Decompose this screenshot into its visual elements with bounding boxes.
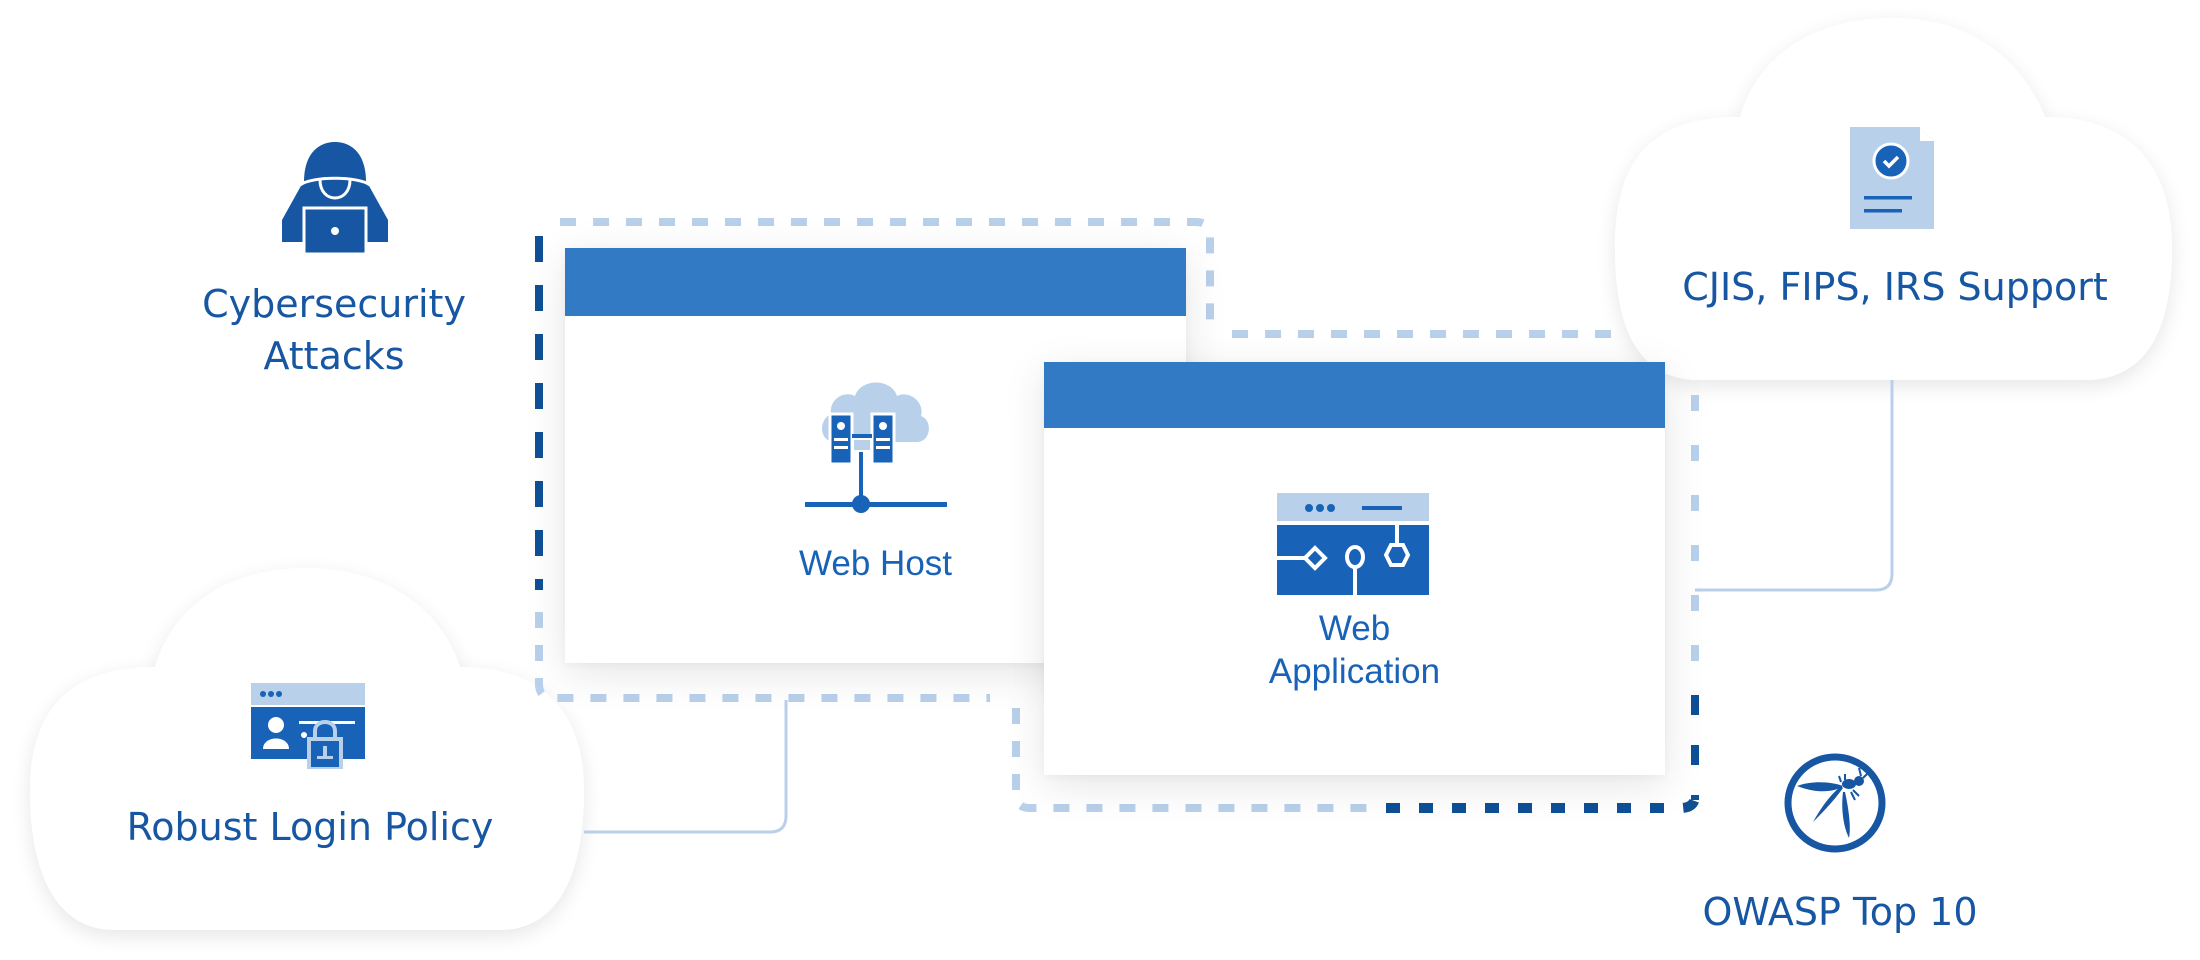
login-to-web-host-connector	[584, 700, 788, 834]
hacker-icon	[282, 142, 388, 254]
compliance-node[interactable]: CJIS, FIPS, IRS Support	[1640, 120, 2150, 330]
cybersecurity-node[interactable]: Cybersecurity Attacks	[184, 142, 484, 382]
web-app-outline-left	[1012, 708, 1380, 812]
owasp-node[interactable]: OWASP Top 10	[1680, 752, 2000, 952]
web-app-label-line1: Web	[1318, 609, 1391, 648]
web-host-card-header	[565, 248, 1186, 316]
web-app-card[interactable]: Web Application	[1044, 362, 1665, 775]
secure-login-icon	[251, 683, 365, 769]
web-host-label: Web Host	[798, 544, 953, 583]
web-app-card-header	[1044, 362, 1665, 428]
web-app-label-line2: Application	[1268, 652, 1441, 691]
web-host-card[interactable]: Web Host	[565, 248, 1186, 663]
login-label: Robust Login Policy	[126, 805, 494, 849]
web-app-outline-bottom-dark	[1386, 795, 1700, 813]
compliance-label: CJIS, FIPS, IRS Support	[1682, 265, 2108, 309]
web-host-outline-light-bottom	[535, 612, 990, 702]
web-host-outline-light	[560, 218, 1214, 330]
cybersecurity-label-line2: Attacks	[263, 334, 405, 378]
certified-document-icon	[1850, 127, 1934, 229]
cybersecurity-label-line1: Cybersecurity	[202, 282, 466, 326]
owasp-label: OWASP Top 10	[1702, 890, 1978, 934]
owasp-wasp-logo-icon	[1784, 753, 1886, 853]
cloud-server-network-icon	[805, 382, 947, 513]
login-node[interactable]: Robust Login Policy	[60, 680, 560, 870]
compliance-to-web-app-connector	[1695, 380, 1894, 592]
web-app-circuit-icon	[1277, 493, 1429, 595]
